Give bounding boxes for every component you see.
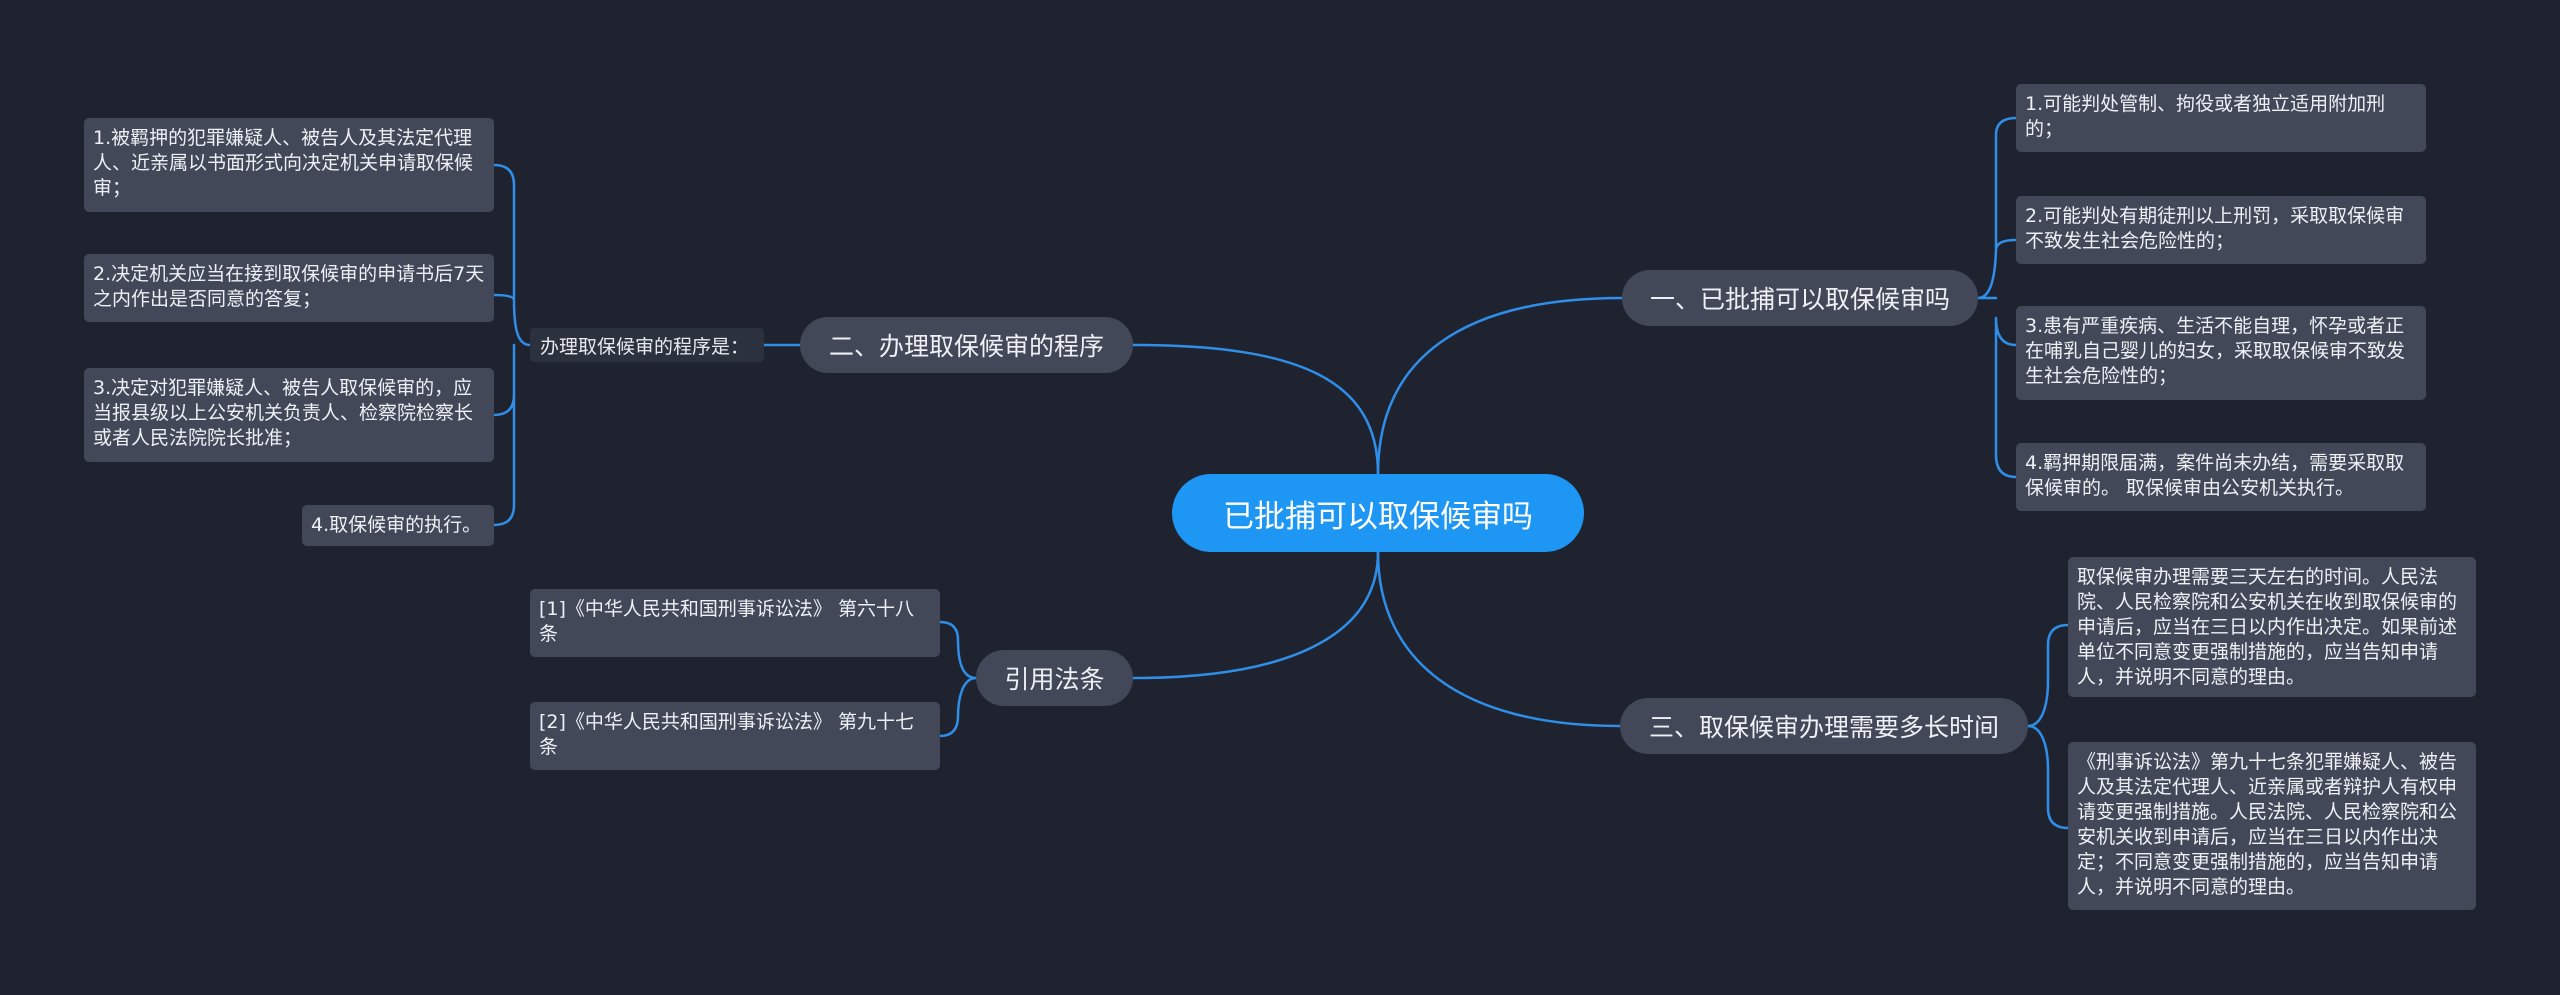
branch-1-item-4[interactable]: 4.羁押期限届满，案件尚未办结，需要采取取保候审的。 取保候审由公安机关执行。 xyxy=(2016,443,2426,511)
branch-3-item-1[interactable]: 取保候审办理需要三天左右的时间。人民法院、人民检察院和公安机关在收到取保候审的申… xyxy=(2068,557,2476,697)
branch-2-item-4[interactable]: 4.取保候审的执行。 xyxy=(302,505,494,546)
branch-4-topic[interactable]: 引用法条 xyxy=(976,650,1133,706)
link-b3-items xyxy=(2026,623,2070,830)
link-root-b3 xyxy=(1376,550,1622,728)
branch-2-item-2[interactable]: 2.决定机关应当在接到取保候审的申请书后7天之内作出是否同意的答复； xyxy=(84,254,494,322)
root-topic[interactable]: 已批捕可以取保候审吗 xyxy=(1172,474,1584,552)
branch-1-item-3[interactable]: 3.患有严重疾病、生活不能自理，怀孕或者正在哺乳自己婴儿的妇女，采取取保候审不致… xyxy=(2016,306,2426,400)
branch-3-item-2[interactable]: 《刑事诉讼法》第九十七条犯罪嫌疑人、被告人及其法定代理人、近亲属或者辩护人有权申… xyxy=(2068,742,2476,910)
link-b1-items xyxy=(1976,116,2018,479)
branch-2-item-3[interactable]: 3.决定对犯罪嫌疑人、被告人取保候审的，应当报县级以上公安机关负责人、检察院检察… xyxy=(84,368,494,462)
branch-4-item-1[interactable]: [1]《中华人民共和国刑事诉讼法》 第六十八条 xyxy=(530,589,940,657)
branch-1-topic[interactable]: 一、已批捕可以取保候审吗 xyxy=(1622,270,1978,326)
branch-1-item-1[interactable]: 1.可能判处管制、拘役或者独立适用附加刑的； xyxy=(2016,84,2426,152)
branch-2-item-1[interactable]: 1.被羁押的犯罪嫌疑人、被告人及其法定代理人、近亲属以书面形式向决定机关申请取保… xyxy=(84,118,494,212)
link-root-b1 xyxy=(1376,296,1624,476)
link-b2-items xyxy=(492,163,532,527)
branch-2-intermediate[interactable]: 办理取保候审的程序是： xyxy=(530,328,764,362)
link-root-b2 xyxy=(1131,343,1380,476)
link-b4-items xyxy=(938,620,978,738)
link-root-b4 xyxy=(1131,550,1380,680)
branch-2-topic[interactable]: 二、办理取保候审的程序 xyxy=(800,317,1133,373)
branch-4-item-2[interactable]: [2]《中华人民共和国刑事诉讼法》 第九十七条 xyxy=(530,702,940,770)
branch-1-item-2[interactable]: 2.可能判处有期徒刑以上刑罚，采取取保候审不致发生社会危险性的； xyxy=(2016,196,2426,264)
branch-3-topic[interactable]: 三、取保候审办理需要多长时间 xyxy=(1620,698,2028,754)
